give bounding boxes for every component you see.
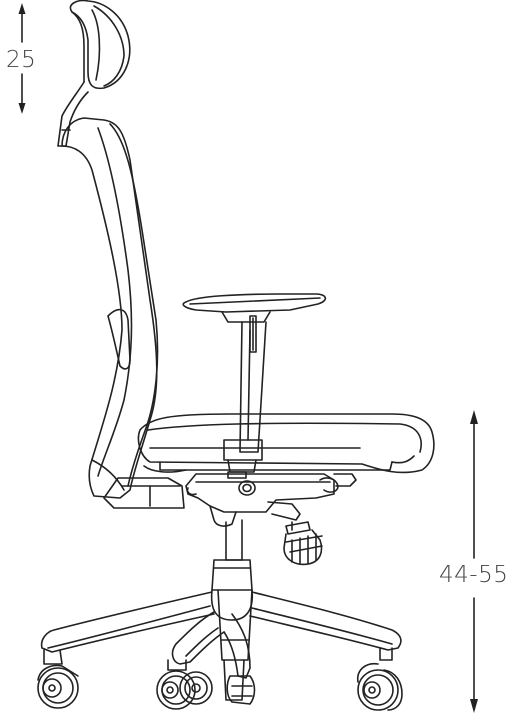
caster-front-right bbox=[227, 676, 254, 704]
headrest bbox=[58, 1, 130, 146]
five-star-base bbox=[42, 590, 401, 678]
tension-knob bbox=[284, 522, 322, 564]
headrest-dimension-label: 25 bbox=[6, 47, 37, 73]
seat-height-dimension-label: 44-55 bbox=[439, 562, 509, 588]
headrest-dimension-arrow bbox=[18, 3, 26, 114]
gas-cylinder bbox=[212, 520, 252, 700]
tilt-mechanism bbox=[186, 472, 356, 526]
caster-front-left bbox=[157, 660, 212, 709]
caster-left bbox=[38, 650, 78, 708]
armrest bbox=[183, 294, 325, 472]
backrest bbox=[62, 118, 158, 498]
seat bbox=[138, 414, 433, 472]
seat-height-dimension-arrow bbox=[470, 410, 478, 713]
back-bracket bbox=[104, 478, 184, 508]
caster-right bbox=[358, 648, 402, 710]
